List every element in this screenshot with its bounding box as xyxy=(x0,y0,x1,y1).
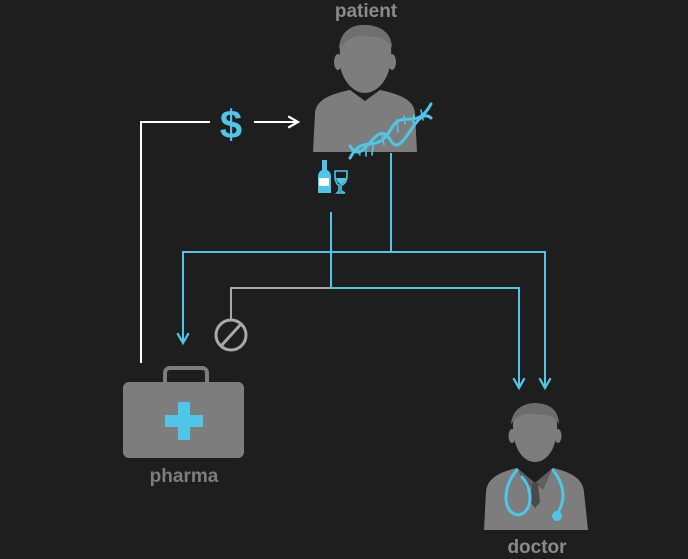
doctor-label: doctor xyxy=(507,537,567,558)
patient-label: patient xyxy=(335,1,398,22)
prohibited-icon xyxy=(214,318,248,352)
dollar-icon: $ xyxy=(220,103,242,147)
patient-person-icon xyxy=(313,24,417,152)
payment-line xyxy=(140,121,210,363)
wine-bottle-and-glass-icon xyxy=(318,160,348,194)
pharma-node: pharma xyxy=(123,366,244,487)
pharma-label: pharma xyxy=(150,466,219,487)
payment-flow: $ xyxy=(140,103,301,363)
dna-helix-icon xyxy=(348,102,433,160)
blocked-flow-to-pharma xyxy=(230,287,331,320)
genetic-flow-to-doctor xyxy=(391,251,552,391)
lifestyle-flow-to-doctor xyxy=(331,287,526,391)
data-flows xyxy=(176,153,552,391)
flow-to-pharma xyxy=(176,251,391,346)
doctor-with-stethoscope-icon xyxy=(484,403,588,530)
doctor-node: doctor xyxy=(484,403,588,558)
patient-node: patient xyxy=(313,1,433,194)
medical-briefcase-icon xyxy=(123,366,244,458)
